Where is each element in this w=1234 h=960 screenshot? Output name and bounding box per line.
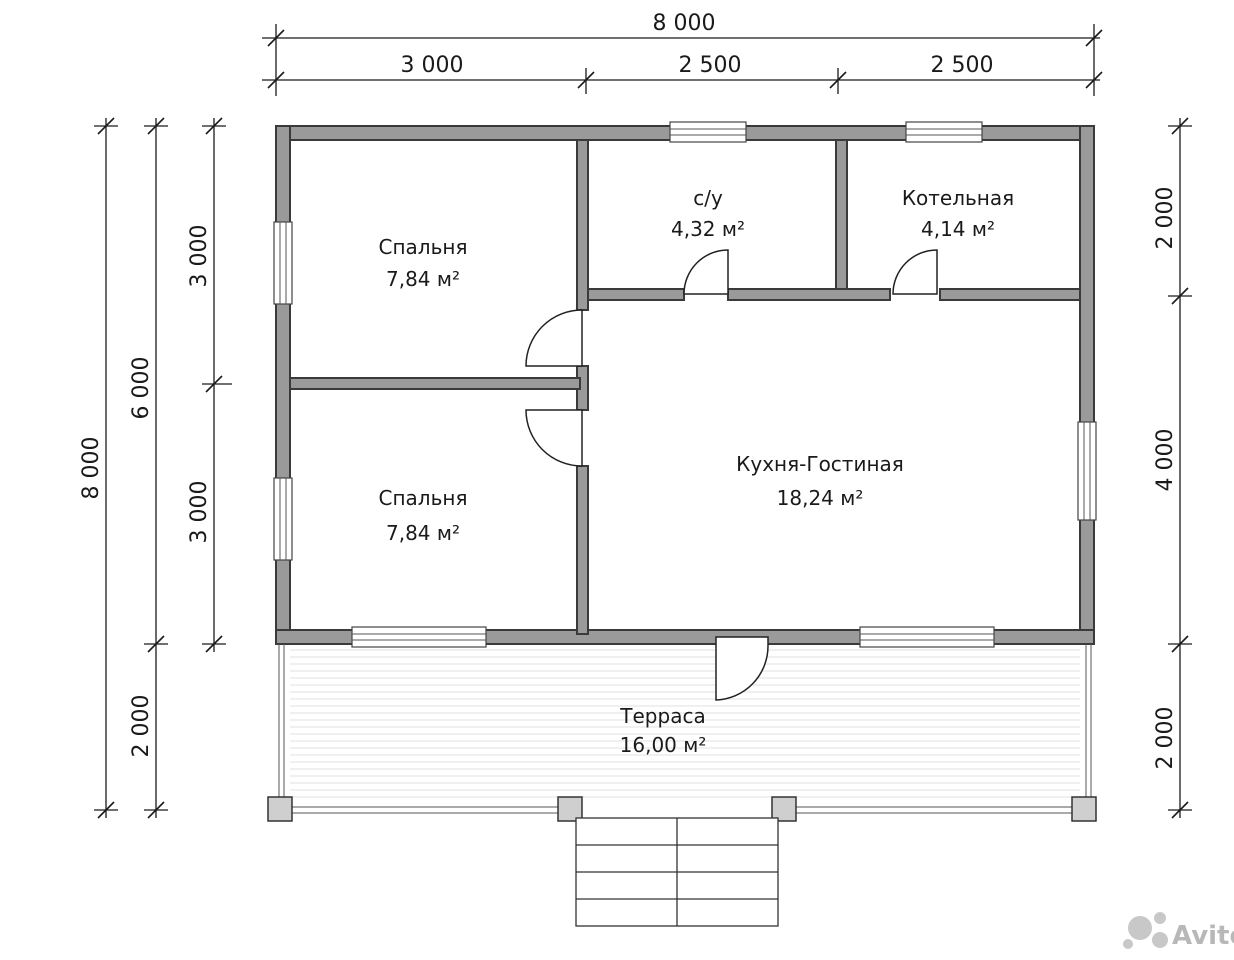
window-top-bath [669, 121, 747, 143]
room-bedroom-1-name: Спальня [379, 235, 468, 259]
dim-left-3000-top: 3 000 [187, 225, 212, 288]
dim-right-2000-top: 2 000 [1153, 187, 1178, 250]
dim-top-seg-1: 3 000 [401, 53, 464, 78]
bedroom-divider [289, 377, 581, 390]
dim-right-4000: 4 000 [1153, 429, 1178, 492]
dimensions-left: 8 000 6 000 2 000 3 000 3 000 [79, 117, 232, 819]
window-top-boiler [905, 121, 983, 143]
dim-left-3000-bottom: 3 000 [187, 481, 212, 544]
room-bedroom-1-area: 7,84 м² [386, 267, 460, 291]
window-right [1077, 421, 1097, 521]
dim-top-total: 8 000 [653, 11, 716, 36]
door-boiler [892, 249, 938, 295]
window-bottom-bedroom [351, 626, 487, 648]
interior-wall-v2 [576, 465, 589, 635]
avito-dots-icon [1123, 912, 1168, 949]
dim-left-total: 8 000 [79, 437, 104, 500]
dim-right-2000-bottom: 2 000 [1153, 707, 1178, 770]
post-1 [267, 796, 293, 822]
door-bathroom [683, 249, 729, 295]
bath-wall-a [587, 288, 685, 301]
room-kitchen-area: 18,24 м² [777, 486, 864, 510]
door-bedroom-bottom [525, 409, 583, 467]
boiler-wall [939, 288, 1081, 301]
room-terrace-area: 16,00 м² [620, 733, 707, 757]
windows [273, 121, 1097, 648]
outer-wall-right [1079, 125, 1095, 645]
room-terrace-name: Терраса [619, 704, 705, 728]
room-bedroom-2-name: Спальня [379, 486, 468, 510]
dim-left-2000: 2 000 [129, 695, 154, 758]
window-bottom-kitchen [859, 626, 995, 648]
watermark-text: Avito [1172, 921, 1234, 951]
outer-wall-left [275, 125, 291, 645]
room-bathroom-area: 4,32 м² [671, 217, 745, 241]
room-bedroom-2-area: 7,84 м² [386, 521, 460, 545]
dimensions-top: 8 000 3 000 2 500 2 500 [262, 11, 1103, 96]
window-left-bottom [273, 477, 293, 561]
window-left-top [273, 221, 293, 305]
room-boiler-area: 4,14 м² [921, 217, 995, 241]
doors [525, 249, 938, 701]
room-kitchen-name: Кухня-Гостиная [736, 452, 904, 476]
door-bedroom-top [525, 309, 583, 367]
bath-wall-b [727, 288, 891, 301]
bath-boiler-divider [835, 139, 848, 301]
stairs [575, 817, 779, 927]
dim-top-seg-2: 2 500 [679, 53, 742, 78]
room-boiler-name: Котельная [902, 186, 1014, 210]
door-terrace [715, 636, 769, 701]
watermark: Avito [1123, 912, 1234, 951]
dimensions-right: 2 000 4 000 2 000 [1153, 117, 1192, 819]
room-labels: Спальня 7,84 м² с/у 4,32 м² Котельная 4,… [379, 186, 1015, 757]
post-2 [557, 796, 583, 822]
interior-wall-v1 [576, 139, 589, 311]
terrace-decking [290, 649, 1080, 798]
room-bathroom-name: с/у [693, 186, 723, 210]
post-4 [1071, 796, 1097, 822]
post-3 [771, 796, 797, 822]
dim-top-seg-3: 2 500 [931, 53, 994, 78]
dim-left-6000: 6 000 [129, 357, 154, 420]
terrace [267, 644, 1097, 927]
